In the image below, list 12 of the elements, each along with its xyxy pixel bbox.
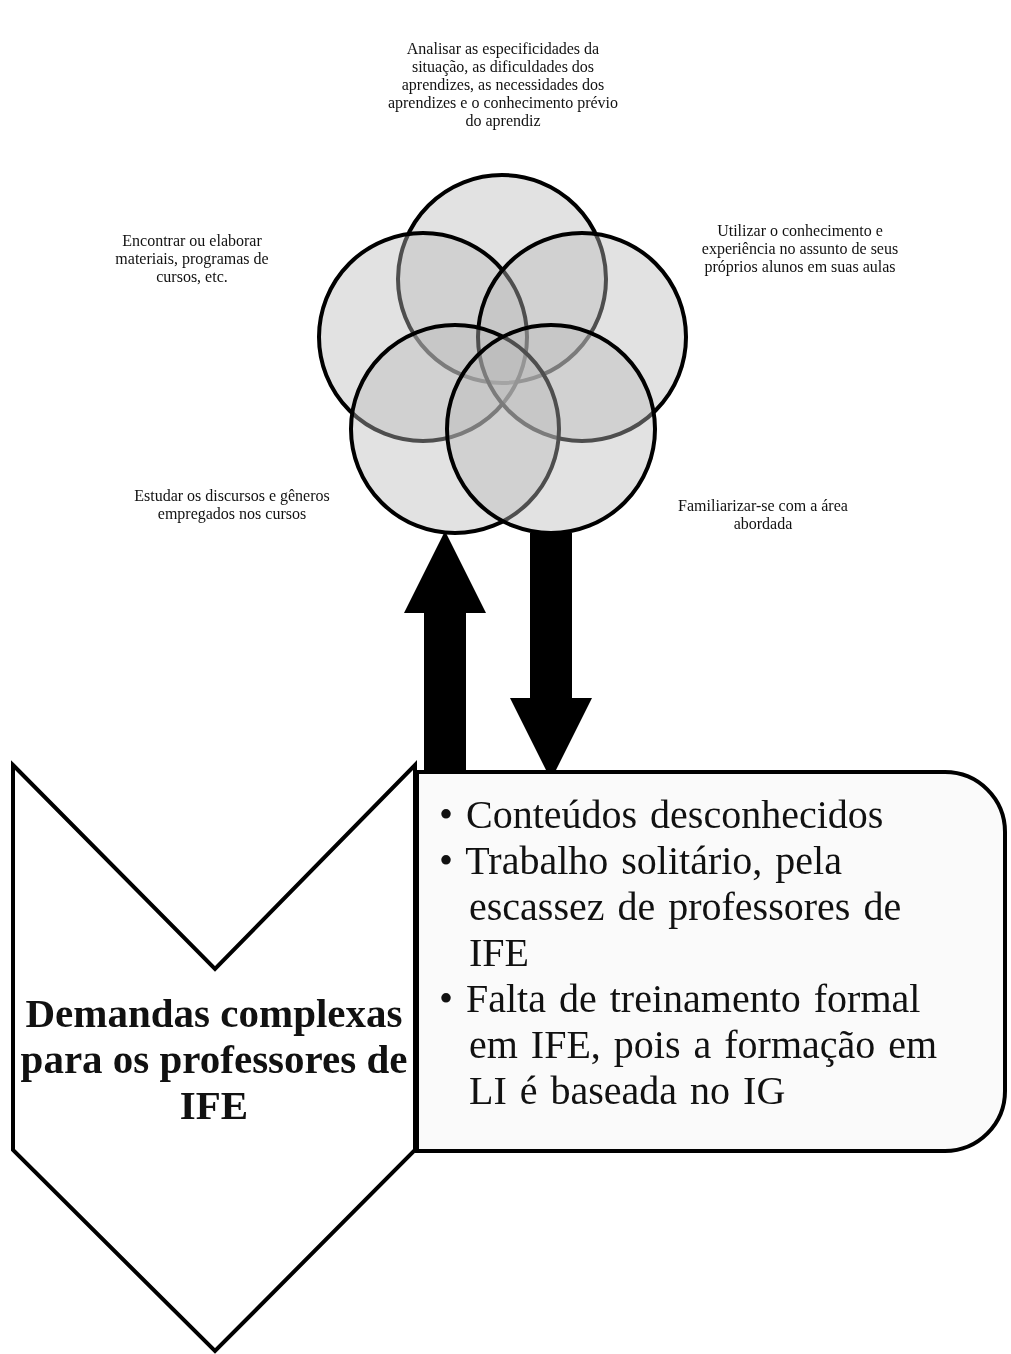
bullet-item: • Conteúdos desconhecidos bbox=[439, 792, 885, 838]
content-panel bbox=[415, 770, 1007, 1153]
circle-caption: Estudar os discursos e gêneros empregados nos cursos bbox=[133, 487, 331, 523]
circle-caption: Utilizar o conhecimento e experiência no assunto de seus próprios alunos em suas aulas bbox=[700, 222, 900, 276]
circle-caption: Analisar as especificidades da situação, as dificuldades dos aprendizes, as necessidades dos aprendizes e o conhecimento prévio do aprendiz bbox=[386, 40, 620, 130]
circle-caption: Familiarizar-se com a área abordada bbox=[677, 497, 849, 533]
venn-circle bbox=[445, 323, 657, 535]
circle-caption: Encontrar ou elaborar materiais, programas de cursos, etc. bbox=[114, 232, 270, 286]
bullet-item: • Trabalho solitário, pela escassez de professores de IFE bbox=[439, 838, 903, 976]
chevron-title: Demandas complexas para os professores de IFE bbox=[19, 990, 409, 1128]
bullet-item: • Falta de treinamento formal em IFE, pois a formação em LI é baseada no IG bbox=[439, 976, 939, 1114]
chevron-arrow bbox=[10, 762, 418, 1354]
